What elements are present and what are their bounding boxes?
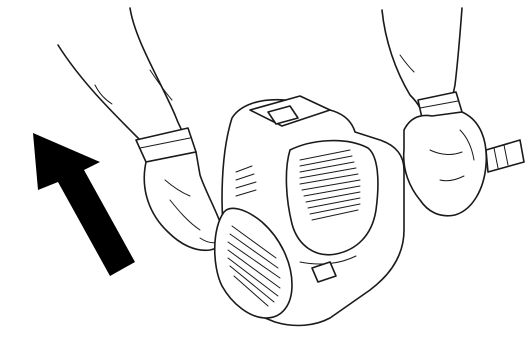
rear-handle-shaft [486, 140, 524, 172]
left-gloved-hand [144, 152, 223, 250]
right-gloved-hand [404, 112, 487, 216]
left-arm [58, 8, 188, 140]
pull-direction-arrow [33, 133, 135, 276]
